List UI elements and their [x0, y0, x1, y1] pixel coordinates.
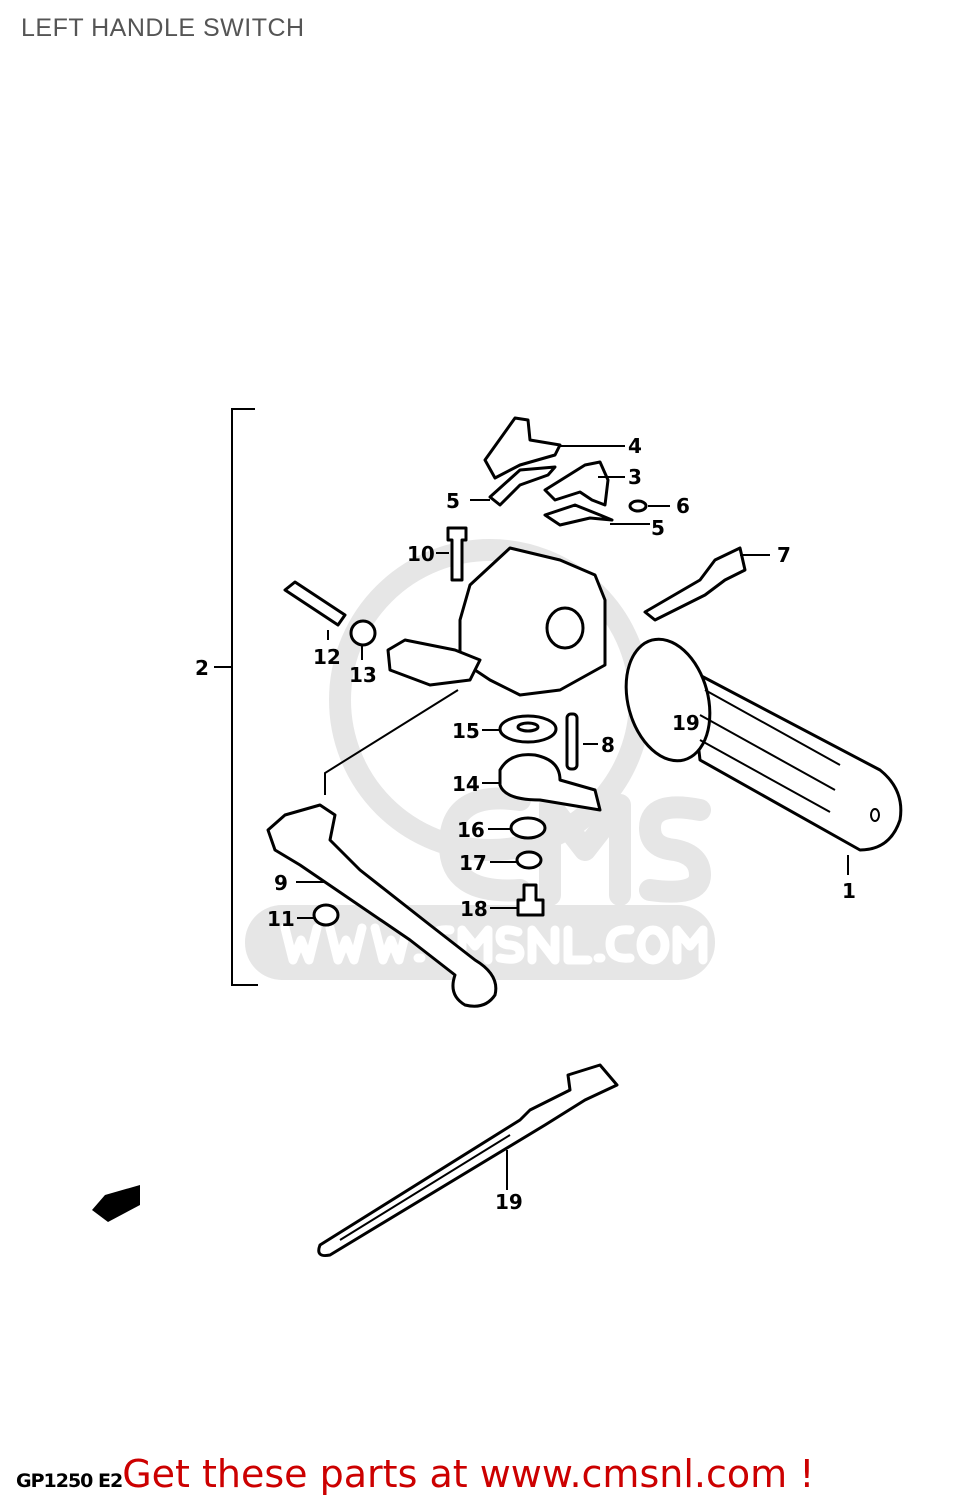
callout-18: 18	[460, 897, 488, 921]
callout-12: 12	[313, 645, 341, 669]
callout-5: 5	[651, 516, 665, 540]
callout-15: 15	[452, 719, 480, 743]
part-1-grip	[624, 637, 903, 852]
part-13-clip	[349, 619, 377, 647]
callout-9: 9	[274, 871, 288, 895]
callout-4: 4	[628, 434, 642, 458]
callout-6: 6	[676, 494, 690, 518]
part-12-pin	[283, 580, 347, 627]
part-8-pin	[565, 712, 579, 771]
callout-17: 17	[459, 851, 487, 875]
part-9-clutch-lever	[266, 803, 498, 1008]
callout-10: 10	[407, 542, 435, 566]
switch-housing	[458, 546, 607, 697]
callout-2: 2	[195, 656, 209, 680]
footer: GP1250 E2Get these parts at www.cmsnl.co…	[16, 1452, 814, 1496]
part-16-washer	[509, 816, 547, 840]
callout-11: 11	[267, 907, 295, 931]
callout-14: 14	[452, 772, 480, 796]
part-3-switch-knob	[543, 460, 610, 507]
part-11-nut	[312, 903, 340, 927]
part-6-screw	[628, 499, 648, 513]
assembly-bracket	[231, 408, 258, 986]
promo-link[interactable]: Get these parts at www.cmsnl.com !	[122, 1452, 815, 1496]
front-direction-arrow-icon	[92, 1185, 140, 1222]
callout-19: 19	[495, 1190, 523, 1214]
callout-3: 3	[628, 465, 642, 489]
callout-13: 13	[349, 663, 377, 687]
part-10-bolt	[446, 526, 468, 582]
part-7-terminal	[643, 546, 747, 622]
model-code: GP1250 E2	[16, 1470, 123, 1492]
callout-1: 1	[842, 879, 856, 903]
callout-5: 5	[446, 489, 460, 513]
callout-19-grip-mark: 19	[672, 711, 700, 735]
callout-16: 16	[457, 818, 485, 842]
callout-8: 8	[601, 733, 615, 757]
callout-7: 7	[777, 543, 791, 567]
part-17-nut	[515, 850, 543, 870]
part-18-bolt	[516, 883, 545, 917]
page-title: LEFT HANDLE SWITCH	[21, 14, 305, 42]
part-14-pivot-collar	[498, 753, 602, 812]
